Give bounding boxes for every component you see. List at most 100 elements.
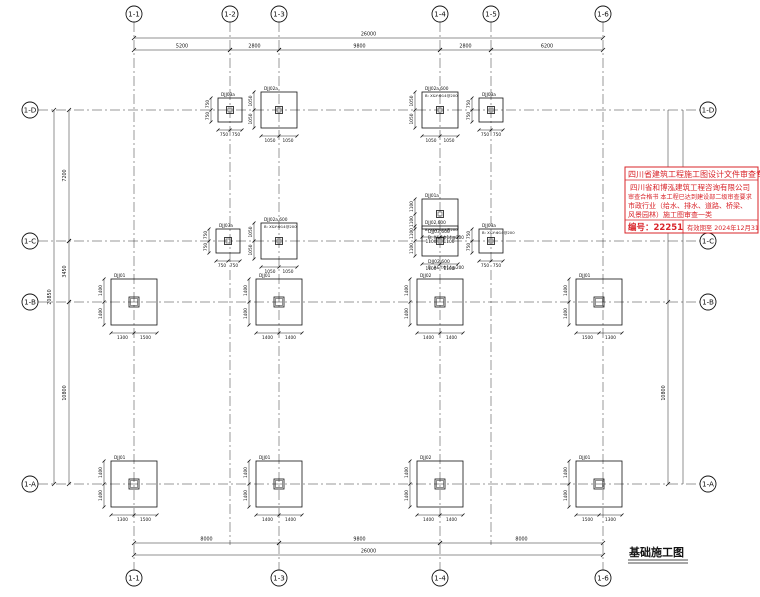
callout-c1-sub: B: X&Y:Φ14@200	[428, 235, 464, 240]
footing-outline	[478, 97, 504, 123]
axis-bubble-label: 1-2	[224, 10, 236, 19]
footing-dim-tick	[254, 513, 258, 517]
footing-outline	[575, 460, 623, 508]
axis-bubble-label: 1-4	[434, 10, 446, 19]
footing-dim-tick	[247, 277, 251, 281]
stamp-line4: 市政行业（给水、排水、道路、桥梁、	[628, 201, 747, 210]
footing-tag: DJJ03a	[219, 223, 233, 229]
footing-dim-tick	[620, 513, 624, 517]
axis-bubble-circle	[125, 5, 143, 23]
dim-tick	[600, 540, 606, 546]
column-outline	[273, 478, 285, 490]
footing-dim-text: 1400	[262, 517, 273, 523]
footing-dim-tick	[413, 239, 417, 243]
dim-text: 7200	[62, 169, 68, 181]
footing-dim-text: 750	[220, 132, 228, 138]
footing-dim-text: 1100	[409, 201, 415, 212]
dim-tick	[131, 35, 137, 41]
footing-dim-tick	[456, 134, 460, 138]
column-outline	[436, 237, 444, 245]
column-inner	[488, 238, 494, 244]
footing-dim-tick	[408, 505, 412, 509]
footing-dim-tick	[477, 259, 481, 263]
footing-dim-tick	[207, 227, 211, 231]
dim-tick	[227, 47, 233, 53]
footing-outline	[421, 91, 459, 129]
footing-dim-text: 750	[203, 231, 209, 239]
footing-dim-tick	[277, 134, 281, 138]
footing-outline	[260, 222, 298, 260]
footing-dim-tick	[489, 259, 493, 263]
footing-dim-tick	[461, 513, 465, 517]
footing-tag: DJJ01	[259, 273, 271, 279]
footing-dim-tick	[209, 108, 213, 112]
footing-tag: DJJ02a	[264, 86, 278, 92]
footing-dim-tick	[574, 331, 578, 335]
axis-bubble-label: 1-6	[597, 574, 609, 583]
footing-dim-text: 1100	[444, 266, 455, 272]
drawing-title-text: 基础施工图	[628, 545, 684, 559]
footing-dim-text: 750	[466, 231, 472, 239]
dim-text: 26000	[361, 32, 376, 38]
axis-bubble: 1-5	[482, 5, 500, 23]
footing-dim-tick	[620, 331, 624, 335]
axis-bubble-circle	[221, 5, 239, 23]
footing-dim-text: 1300	[605, 335, 616, 341]
footing-tag: DJJ01	[579, 455, 591, 461]
footing-dim-tick	[461, 331, 465, 335]
footing-tag: DJJ03a	[221, 92, 235, 98]
axis-bubble: 1-B	[21, 293, 39, 311]
footing-dim-tick	[477, 128, 481, 132]
footing-dim-tick	[228, 128, 232, 132]
axis-bubble-label: 1-4	[434, 574, 446, 583]
dim-tick	[488, 47, 494, 53]
axis-bubble-circle	[594, 569, 612, 587]
dim-tick	[665, 481, 671, 487]
footing-dim-tick	[413, 108, 417, 112]
dim-tick	[51, 481, 57, 487]
footing-dim-text: 1050	[409, 113, 415, 124]
axis-bubble: 1-6	[594, 5, 612, 23]
footing-dim-text: 750	[218, 263, 226, 269]
column-inner	[276, 238, 282, 244]
column-outline	[593, 296, 605, 308]
footing-dim-text: 1100	[426, 266, 437, 272]
footing-tag: DJJ01	[259, 455, 271, 461]
axis-bubble-label: 1-3	[273, 574, 285, 583]
footing-dim-text: 1300	[117, 335, 128, 341]
review-stamp: 四川省建筑工程施工图设计文件审查专用章 四川省和博泓建筑工程咨询有限公司 审查合…	[624, 166, 760, 234]
footing-dim-text: 750	[205, 100, 211, 108]
footing-dim-tick	[470, 251, 474, 255]
column-inner	[595, 298, 603, 306]
footing-dim-text: 1400	[243, 467, 249, 478]
footing-dim-tick	[132, 331, 136, 335]
column-inner	[595, 480, 603, 488]
dim-text: 3450	[62, 265, 68, 277]
axis-bubble-label: 1-1	[128, 574, 140, 583]
footing-dim-text: 1500	[582, 517, 593, 523]
column-outline	[436, 210, 444, 218]
footing-dim-text: 1050	[248, 244, 254, 255]
footing-dim-tick	[216, 128, 220, 132]
footing-outline	[416, 460, 464, 508]
footing-dim-tick	[102, 323, 106, 327]
footing-dim-tick	[470, 108, 474, 112]
column-outline	[436, 106, 444, 114]
axis-bubble: 1-B	[699, 293, 717, 311]
axis-bubble-circle	[594, 5, 612, 23]
footing-dim-text: 1400	[404, 490, 410, 501]
footing-dim-text: 1050	[248, 95, 254, 106]
column-inner	[275, 480, 283, 488]
footing-dim-tick	[574, 513, 578, 517]
axis-bubble: 1-A	[21, 475, 39, 493]
axis-bubble: 1-C	[699, 232, 717, 250]
footing-dim-tick	[247, 459, 251, 463]
footing-dim-tick	[109, 513, 113, 517]
footing-dim-tick	[438, 262, 442, 266]
footing-dim-tick	[597, 331, 601, 335]
